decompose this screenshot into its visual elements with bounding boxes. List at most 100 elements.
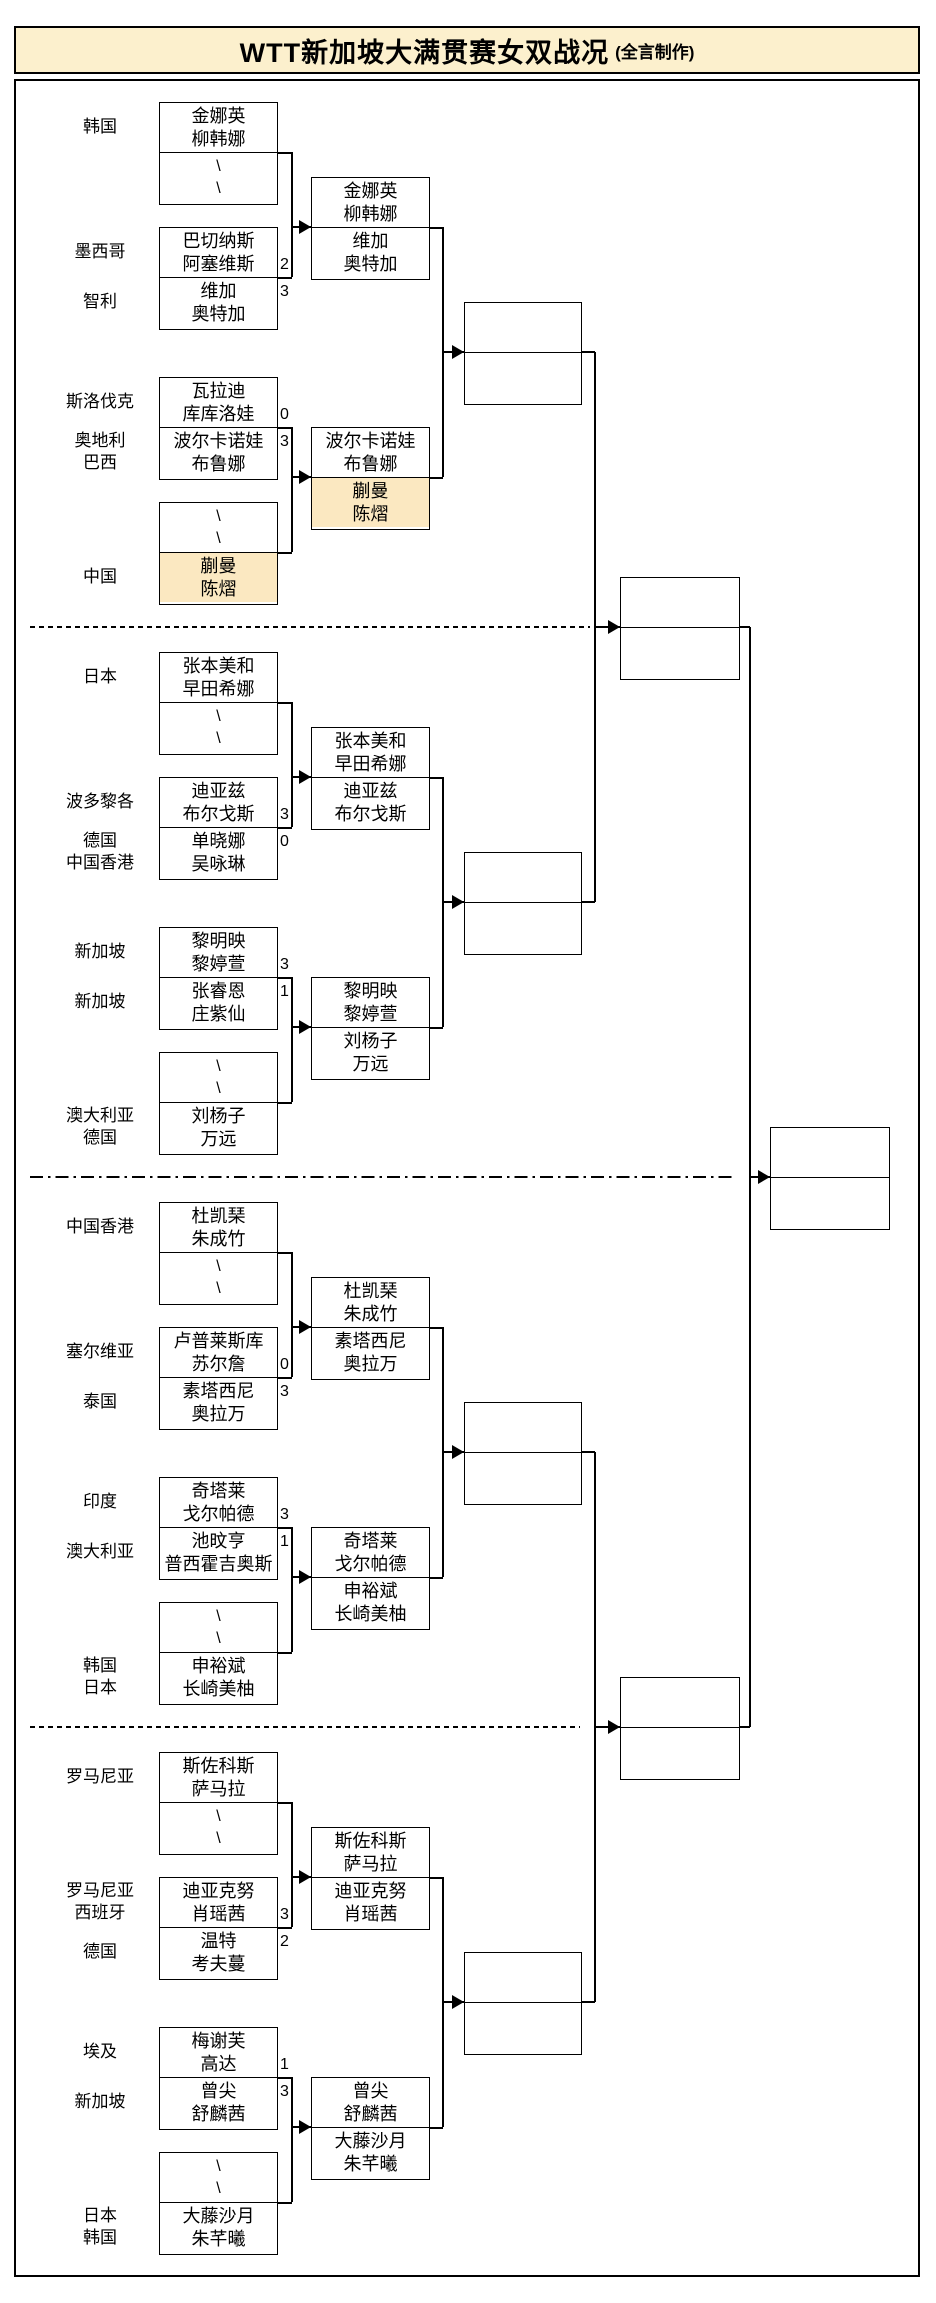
bye-cell: \\ — [160, 153, 277, 202]
team-name-line: 柳韩娜 — [343, 203, 398, 224]
winner-tick-line — [278, 277, 292, 279]
round2-match-box: 金娜英柳韩娜维加奥特加 — [311, 177, 430, 280]
title-bar: WTT新加坡大满贯赛女双战况 (全言制作) — [14, 26, 920, 74]
country-label: 日本韩国 — [30, 2205, 170, 2249]
team-name-line: 斯佐科斯 — [334, 1830, 407, 1851]
team-cell: 曾尖舒麟茜 — [312, 2078, 429, 2128]
team-name-line: 柳韩娜 — [191, 128, 246, 149]
team-name-line: 奥拉万 — [343, 1353, 398, 1374]
winner-tick-line — [740, 626, 750, 628]
team-cell: 素塔西尼奥拉万 — [160, 1378, 277, 1427]
team-name-line: 迪亚克努 — [334, 1880, 407, 1901]
team-cell: 维加奥特加 — [160, 278, 277, 327]
team-name-line: 戈尔帕德 — [334, 1553, 407, 1574]
winner-tick-line — [430, 477, 443, 479]
match-score: 3 — [280, 956, 289, 973]
country-label: 中国 — [30, 566, 170, 588]
team-name-line: 申裕斌 — [191, 1655, 246, 1676]
round1-match-box: 斯佐科斯萨马拉 \ \ — [159, 1752, 278, 1855]
bracket-rail-line — [291, 2077, 293, 2202]
bye-mark: \ — [216, 1829, 221, 1847]
team-cell: 金娜英柳韩娜 — [312, 178, 429, 228]
team-cell: 申裕斌长崎美柚 — [312, 1578, 429, 1627]
round1-match-box: \\蒯曼陈熠 — [159, 502, 278, 605]
team-name-line: 庄紫仙 — [191, 1003, 246, 1024]
country-label-line: 新加坡 — [74, 942, 126, 961]
empty-slot-cell — [465, 353, 581, 402]
team-name-line: 高达 — [200, 2053, 237, 2074]
round1-match-box: 奇塔莱戈尔帕德池旼亨普西霍吉奥斯 — [159, 1477, 278, 1580]
team-name-line: 张本美和 — [334, 730, 407, 751]
winner-tick-line — [278, 152, 292, 154]
winner-tick-line — [740, 1726, 750, 1728]
country-label-line: 塞尔维亚 — [66, 1342, 134, 1361]
round1-match-box: 卢普莱斯库苏尔詹素塔西尼奥拉万 — [159, 1327, 278, 1430]
country-label-line: 新加坡 — [74, 2092, 126, 2111]
round1-match-box: 张本美和早田希娜\\ — [159, 652, 278, 755]
winner-tick-line — [278, 1802, 292, 1804]
winner-tick-line — [278, 1927, 292, 1929]
match-score: 0 — [280, 833, 289, 850]
team-name-line: 布尔戈斯 — [182, 803, 255, 824]
country-label-line: 巴西 — [83, 453, 117, 472]
team-name-line: 斯佐科斯 — [182, 1755, 255, 1776]
team-name-line: 奥特加 — [343, 253, 398, 274]
team-name-line: 布鲁娜 — [191, 453, 246, 474]
empty-slot-cell — [621, 578, 739, 628]
team-name-line: 普西霍吉奥斯 — [164, 1553, 273, 1574]
country-label: 韩国 — [30, 116, 170, 138]
round1-match-box: 杜凯琹朱成竹\\ — [159, 1202, 278, 1305]
team-name-line: 张本美和 — [182, 655, 255, 676]
bracket-rail-line — [291, 1802, 293, 1927]
round2-match-box: 张本美和早田希娜迪亚兹布尔戈斯 — [311, 727, 430, 830]
country-label: 德国 — [30, 1941, 170, 1963]
country-label-line: 德国 — [83, 1942, 117, 1961]
winner-tick-line — [278, 1527, 292, 1529]
semifinal-match-box — [620, 1677, 740, 1780]
round1-match-box: 瓦拉迪库库洛娃波尔卡诺娃布鲁娜 — [159, 377, 278, 480]
bye-mark: \ — [216, 1807, 221, 1825]
arrow-right-icon — [758, 1170, 770, 1184]
team-name-line: 戈尔帕德 — [182, 1503, 255, 1524]
country-label-line: 德国 — [83, 831, 117, 850]
team-name-line: 大藤沙月 — [334, 2130, 407, 2151]
bye-mark: \ — [216, 1607, 221, 1625]
empty-slot-cell — [465, 2003, 581, 2052]
team-name-line: 萨马拉 — [191, 1778, 246, 1799]
team-name-line: 池旼亨 — [191, 1530, 246, 1551]
country-label-line: 日本 — [83, 2206, 117, 2225]
empty-slot-cell — [771, 1128, 889, 1178]
team-cell: 奇塔莱戈尔帕德 — [160, 1478, 277, 1528]
match-score: 3 — [280, 1506, 289, 1523]
round2-match-box: 斯佐科斯萨马拉迪亚克努肖瑶茜 — [311, 1827, 430, 1930]
country-label-line: 韩国 — [83, 117, 117, 136]
team-cell: 素塔西尼奥拉万 — [312, 1328, 429, 1377]
match-score: 2 — [280, 1933, 289, 1950]
country-label: 泰国 — [30, 1391, 170, 1413]
team-name-line: 迪亚兹 — [343, 780, 398, 801]
bye-mark: \ — [216, 729, 221, 747]
empty-slot-cell — [771, 1178, 889, 1227]
country-label-line: 斯洛伐克 — [66, 392, 134, 411]
winner-tick-line — [278, 977, 292, 979]
empty-slot-cell — [465, 853, 581, 903]
bye-mark: \ — [216, 707, 221, 725]
team-name-line: 库库洛娃 — [182, 403, 255, 424]
team-cell: 迪亚兹布尔戈斯 — [160, 778, 277, 828]
match-score: 3 — [280, 1383, 289, 1400]
quarterfinal-match-box — [464, 302, 582, 405]
section-divider-dashdot — [30, 1176, 736, 1178]
quarterfinal-match-box — [464, 1402, 582, 1505]
round1-match-box: 迪亚克努肖瑶茜温特考夫蔓 — [159, 1877, 278, 1980]
winner-tick-line — [278, 1377, 292, 1379]
bracket-rail-line — [291, 977, 293, 1102]
bye-mark: \ — [216, 507, 221, 525]
country-label: 德国中国香港 — [30, 830, 170, 874]
round1-match-box: \\申裕斌长崎美柚 — [159, 1602, 278, 1705]
country-label: 中国香港 — [30, 1216, 170, 1238]
round1-match-box: 梅谢芙高达曾尖舒麟茜 — [159, 2027, 278, 2130]
empty-slot-cell — [621, 1728, 739, 1777]
round1-match-box: 黎明映黎婷萱张睿恩庄紫仙 — [159, 927, 278, 1030]
winner-tick-line — [582, 1451, 595, 1453]
country-label-line: 韩国 — [83, 1656, 117, 1675]
